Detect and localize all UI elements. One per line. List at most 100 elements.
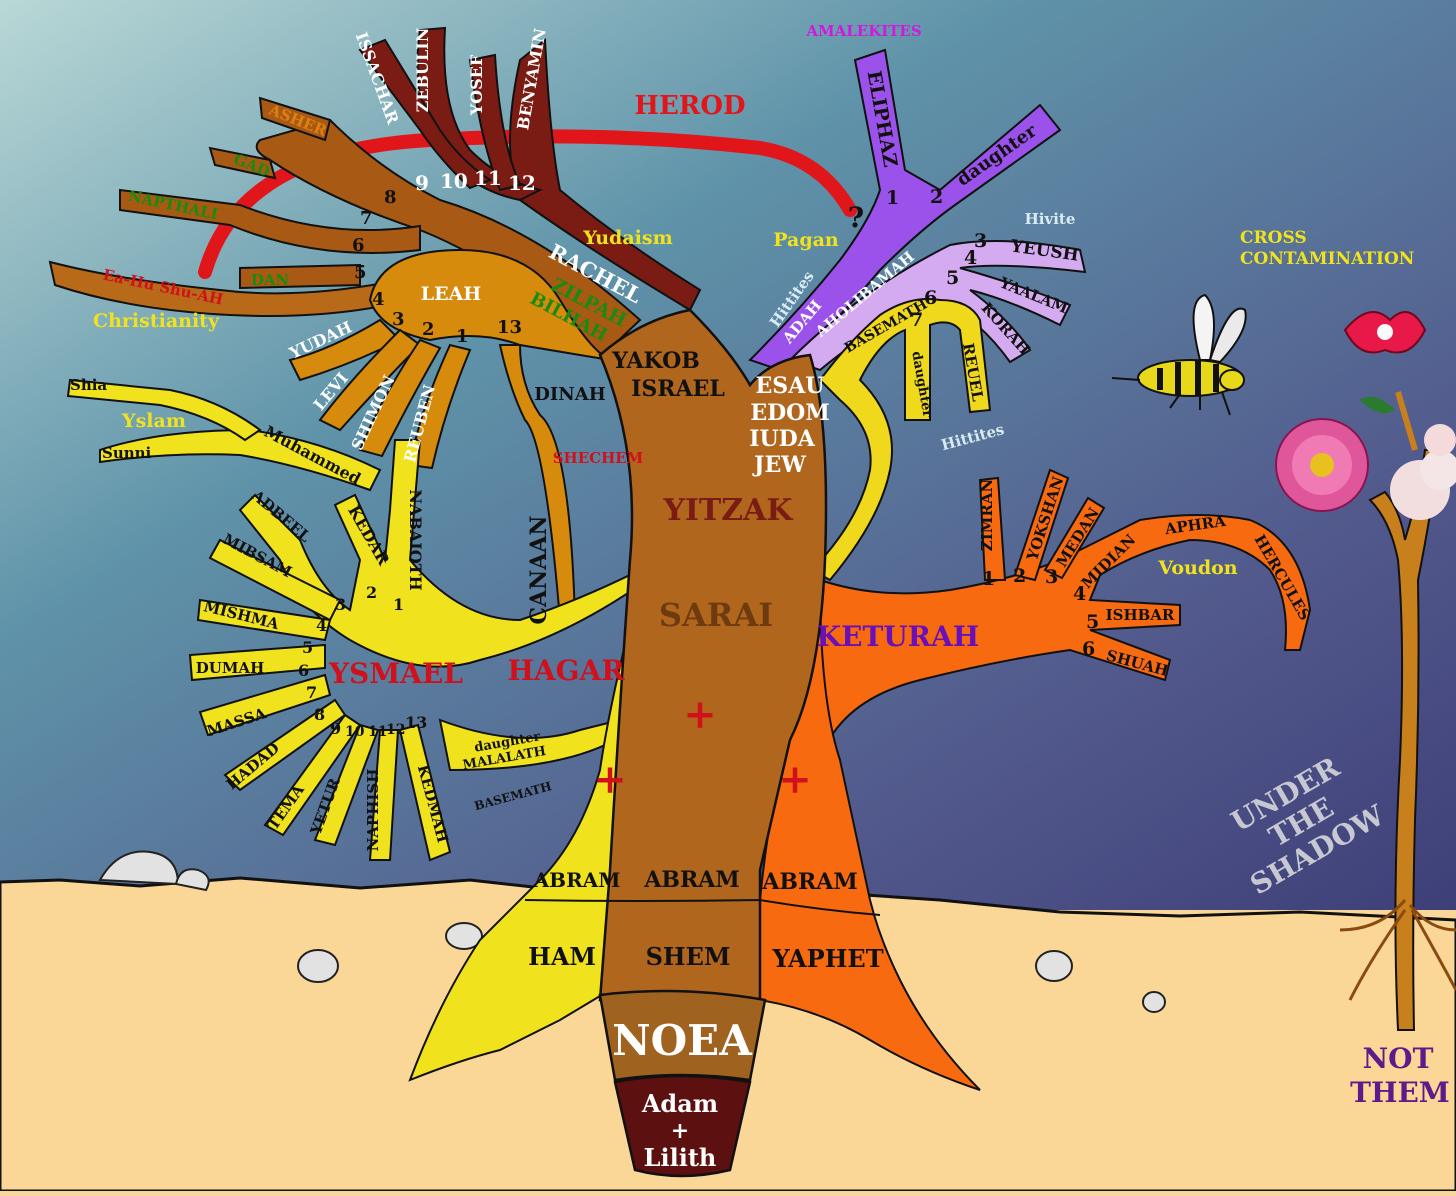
yslam-label: Yslam — [121, 410, 186, 432]
esau-label: ESAU — [756, 373, 825, 399]
yudaism-label: Yudaism — [582, 227, 672, 249]
ysmael-num-2: 2 — [366, 583, 377, 602]
ysmael-num-10: 10 — [345, 724, 365, 740]
abram-center-label: ABRAM — [643, 867, 739, 893]
ysmael-num-6: 6 — [298, 661, 309, 680]
bee-icon — [1111, 293, 1247, 416]
amalekites-label: AMALEKITES — [805, 22, 921, 40]
iuda-label: IUDA — [749, 426, 816, 452]
ysmael-num-11: 11 — [368, 724, 387, 740]
leah-label: LEAH — [421, 283, 482, 305]
plus-label: + — [671, 1118, 689, 1144]
ysmael-son-nabaioth: NABAIOTH — [406, 489, 425, 590]
leah-num-13: 13 — [497, 317, 522, 338]
rachel-num-12: 12 — [508, 171, 536, 195]
leah-num-3: 3 — [392, 309, 405, 330]
ysmael-label: YSMAEL — [328, 657, 463, 690]
edom-label: EDOM — [750, 400, 829, 426]
leah-num-4: 4 — [372, 289, 385, 310]
ysmael-num-12: 12 — [386, 722, 405, 738]
sunni-label: Sunni — [102, 444, 152, 462]
handmaid-son-dan: DAN — [251, 271, 290, 289]
plant-illustration — [1275, 311, 1456, 1031]
keturah-num-1: 1 — [982, 568, 995, 590]
keturah-son-zimran: ZIMRAN — [978, 479, 996, 552]
cross-contamination-line1: CROSS — [1240, 228, 1307, 248]
ysmael-num-3: 3 — [335, 595, 346, 614]
abram-right-label: ABRAM — [761, 869, 857, 895]
ysmael-num-8: 8 — [314, 705, 325, 724]
esau-num-5: 5 — [946, 267, 959, 289]
ysmael-son-dumah: DUMAH — [196, 659, 265, 677]
keturah-cross: + — [778, 756, 812, 803]
sarai-label: SARAI — [659, 596, 773, 634]
red-flower-icon — [1343, 311, 1427, 354]
esau-num-6: 6 — [924, 287, 937, 309]
keturah-son-ishbar: ISHBAR — [1106, 606, 1175, 624]
ysmael-num-7: 7 — [306, 683, 317, 702]
rocks — [98, 850, 1166, 1013]
esau-question-label: ? — [848, 201, 864, 234]
rachel-num-9: 9 — [415, 171, 429, 195]
shem-label: SHEM — [646, 942, 731, 971]
them-label: THEM — [1350, 1076, 1450, 1109]
rachel-son-zebulin: ZEBULIN — [413, 28, 432, 113]
handmaid-num-7: 7 — [360, 208, 373, 229]
hivite-label: Hivite — [1025, 210, 1076, 228]
herod-label: HEROD — [634, 91, 745, 121]
esau-num-3: 3 — [974, 230, 987, 252]
yakob-label: YAKOB — [611, 348, 700, 374]
ham-label: HAM — [528, 942, 596, 971]
not-label: NOT — [1363, 1042, 1434, 1075]
handmaid-num-6: 6 — [352, 235, 365, 256]
christianity-label: Christianity — [93, 310, 220, 332]
keturah-num-3: 3 — [1045, 566, 1058, 588]
hagar-label: HAGAR — [507, 654, 625, 687]
israel-label: ISRAEL — [631, 376, 725, 402]
yitzak-label: YITZAK — [662, 493, 793, 528]
ysmael-num-9: 9 — [330, 719, 341, 738]
shia-label: Shia — [70, 376, 107, 394]
leah-num-1: 1 — [456, 326, 469, 347]
leah-num-2: 2 — [422, 319, 435, 340]
keturah-num-2: 2 — [1013, 565, 1026, 587]
jew-label: JEW — [752, 452, 806, 478]
white-flower-icon — [1390, 424, 1456, 520]
pink-flower-icon — [1275, 418, 1369, 512]
hagar-cross: + — [593, 756, 627, 803]
lilith-label: Lilith — [644, 1143, 717, 1172]
keturah-num-6: 6 — [1082, 638, 1095, 660]
ground-line-trunk — [524, 898, 881, 916]
esau-num-1: 1 — [886, 187, 899, 209]
rachel-son-yosef: YOSEF — [467, 54, 486, 116]
ysmael-son-naphish: NAPHISH — [364, 769, 382, 852]
rachel-num-11: 11 — [474, 166, 502, 190]
ysmael-num-1: 1 — [393, 595, 404, 614]
dinah-label: DINAH — [534, 384, 605, 405]
shechem-label: SHECHEM — [553, 449, 644, 467]
keturah-label: KETURAH — [817, 620, 979, 653]
hagar-branches — [66, 378, 641, 1082]
pagan-label: Pagan — [773, 229, 839, 251]
cross-contamination-line2: CONTAMINATION — [1240, 249, 1414, 269]
adam-label: Adam — [641, 1089, 718, 1118]
ysmael-num-5: 5 — [302, 638, 313, 657]
esau-num-7: 7 — [910, 309, 923, 331]
keturah-num-4: 4 — [1073, 583, 1086, 605]
yakob-branches — [48, 26, 702, 621]
esau-num-4: 4 — [964, 247, 977, 269]
voudon-label: Voudon — [1157, 557, 1237, 579]
handmaid-num-5: 5 — [354, 262, 367, 283]
rachel-num-10: 10 — [440, 169, 468, 193]
yaphet-label: YAPHET — [771, 944, 883, 973]
trunk-cross: + — [683, 691, 717, 738]
noea-label: NOEA — [612, 1016, 753, 1065]
handmaid-num-8: 8 — [384, 187, 397, 208]
canaan-label: CANAAN — [526, 516, 552, 625]
esau-num-2: 2 — [930, 186, 943, 208]
abram-left-label: ABRAM — [533, 868, 621, 892]
esau-branches — [748, 48, 1087, 582]
keturah-num-5: 5 — [1086, 611, 1099, 633]
yitzak-trunk — [598, 308, 828, 1002]
